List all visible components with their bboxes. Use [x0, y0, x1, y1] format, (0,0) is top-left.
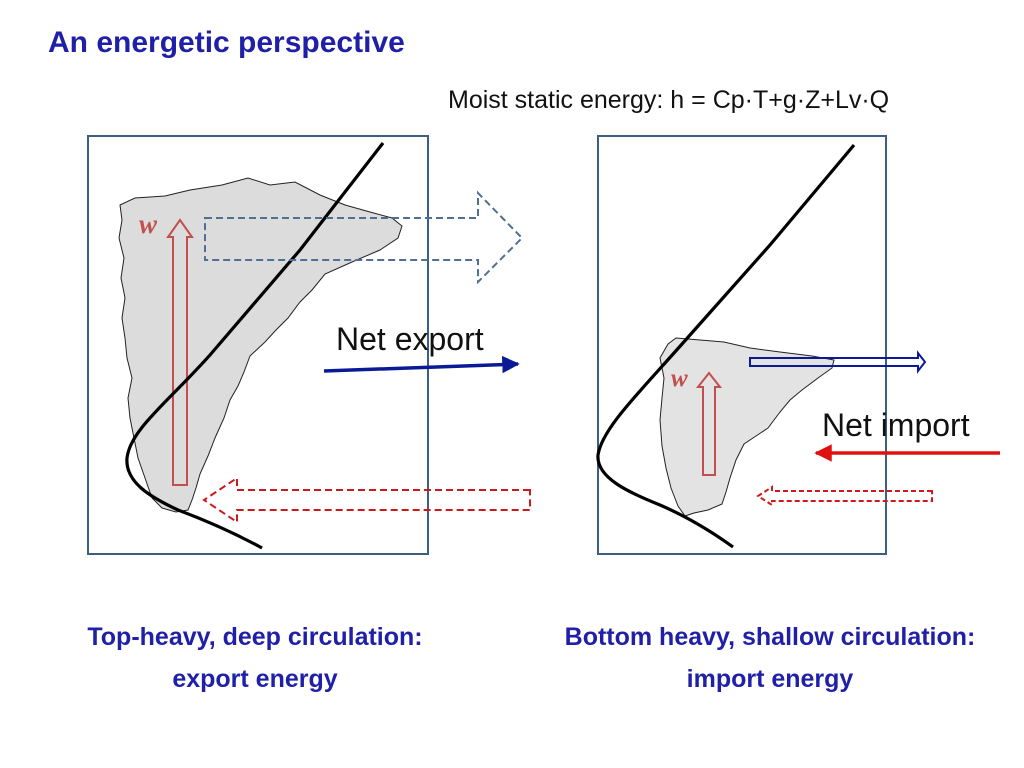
right-panel-frame	[597, 135, 887, 555]
right-profile-curve	[596, 143, 856, 549]
left-profile-curve	[125, 142, 385, 550]
right-caption-line2: import energy	[686, 665, 854, 693]
right-w-label: w	[671, 365, 688, 392]
left-panel: w Net export	[87, 135, 531, 555]
right-import-dashed-arrow	[756, 485, 933, 507]
left-caption-line2: export energy	[172, 665, 338, 693]
left-vertical-arrow	[166, 218, 194, 486]
left-w-label: w	[139, 209, 158, 239]
net-export-arrow	[323, 355, 520, 374]
left-panel-frame	[87, 135, 429, 555]
right-panel: w Net import	[596, 135, 1000, 555]
left-export-dashed-arrow	[204, 190, 524, 285]
net-export-label: Net export	[336, 321, 484, 357]
left-caption: Top-heavy, deep circulation: export ener…	[30, 616, 480, 700]
left-caption-line1: Top-heavy, deep circulation:	[87, 623, 423, 651]
right-vertical-arrow	[695, 371, 723, 476]
right-caption: Bottom heavy, shallow circulation: impor…	[520, 616, 1020, 700]
right-caption-line1: Bottom heavy, shallow circulation:	[564, 623, 976, 651]
mse-formula: Moist static energy: h = Cp·T+g·Z+Lv·Q	[448, 86, 890, 114]
right-export-thin-arrow	[749, 350, 927, 374]
left-cloud-shape	[118, 177, 403, 513]
slide-title: An energetic perspective	[48, 26, 405, 59]
left-import-dashed-arrow	[202, 476, 531, 524]
net-import-label: Net import	[822, 407, 970, 443]
